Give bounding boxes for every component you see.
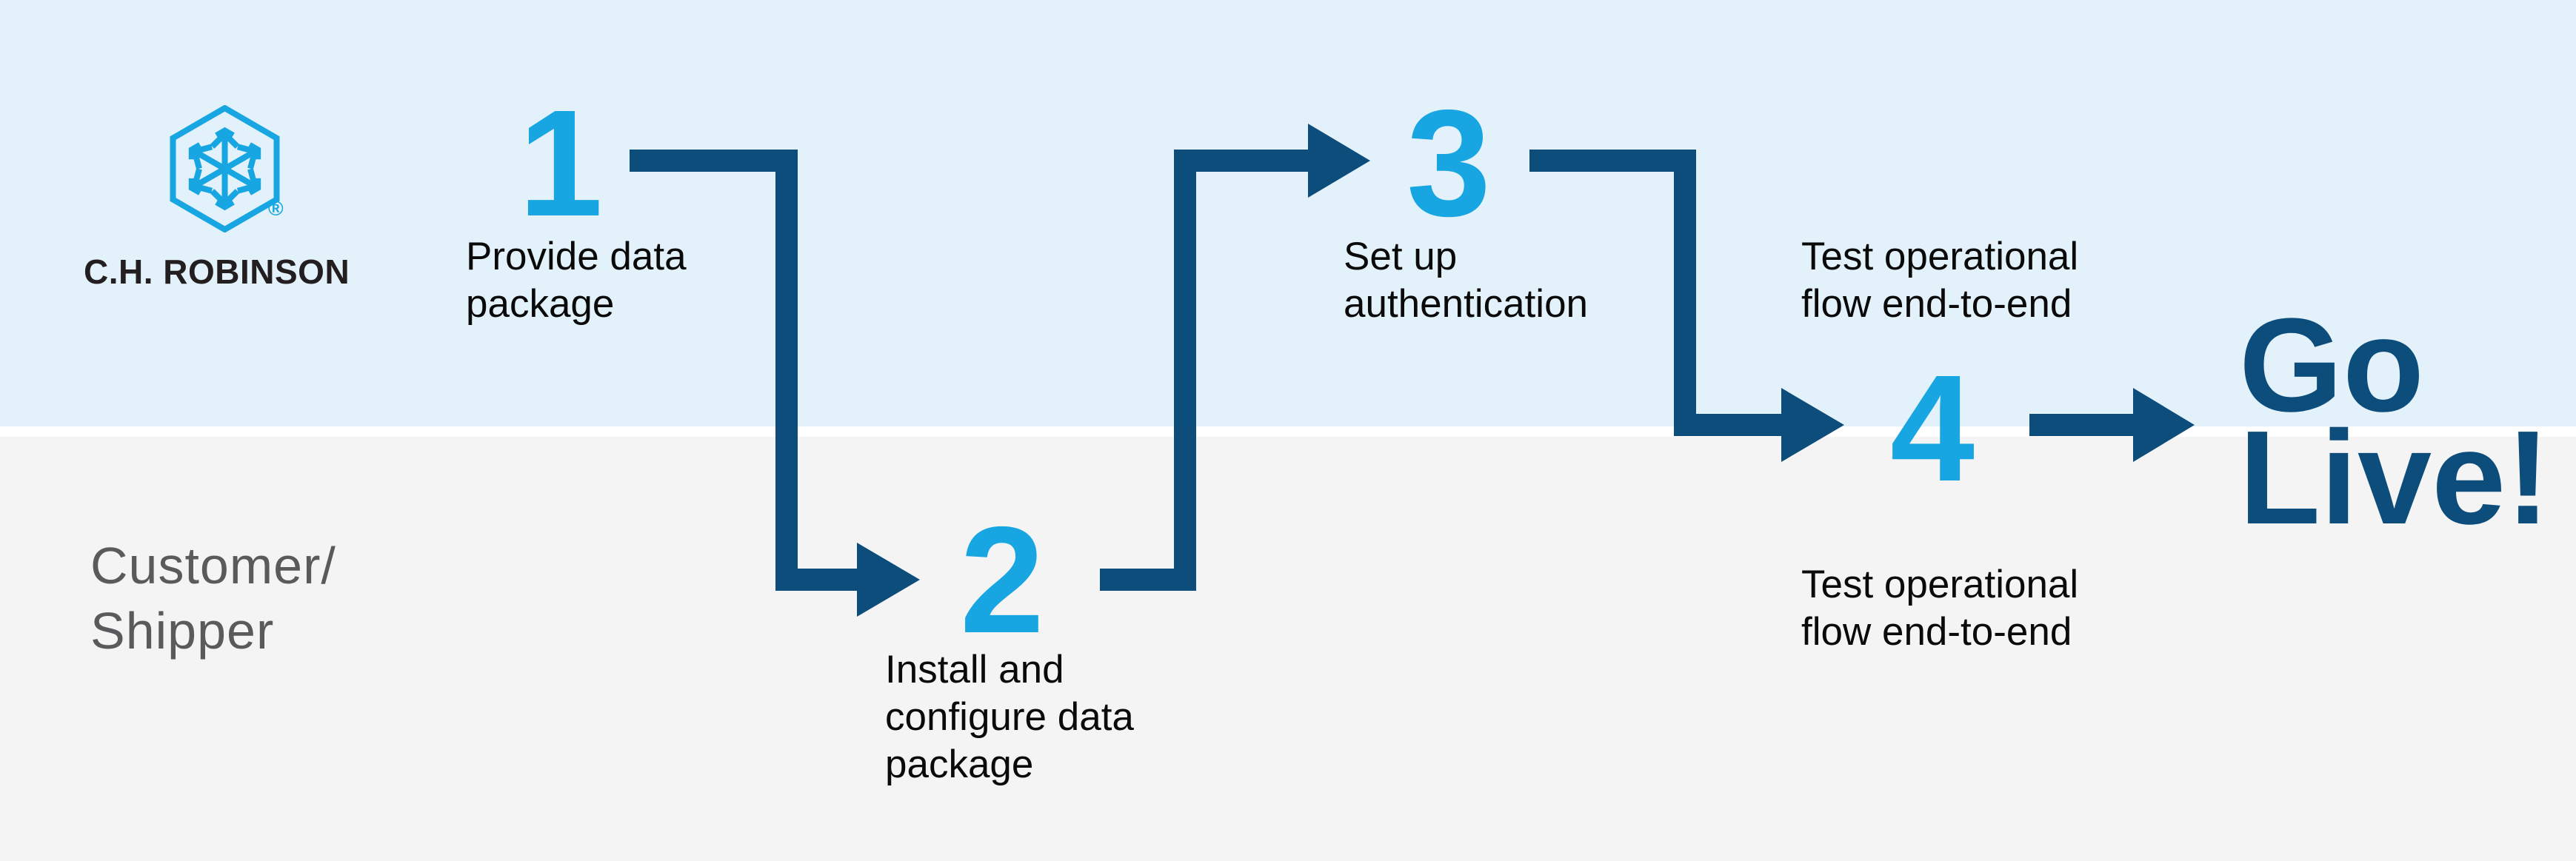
arrow-step1-to-step2: [630, 150, 920, 617]
lane-ch-robinson: [0, 0, 2576, 426]
step-3-label: Set up authentication: [1344, 233, 1588, 328]
arrowhead-right-icon: [857, 543, 920, 617]
arrow-step4-to-golive: [2029, 388, 2195, 462]
go-live-title: Go Live!: [2239, 291, 2551, 552]
step-2-label-line: package: [885, 743, 1034, 786]
step-4-number: 4: [1890, 344, 1975, 513]
step-1-label: Provide data package: [466, 233, 687, 328]
brand-wordmark: C.H. ROBINSON: [84, 252, 350, 291]
step-1-label-line: package: [466, 282, 615, 326]
step-2-label-line: Install and: [885, 648, 1064, 691]
step-2-label: Install and configure data package: [885, 646, 1134, 788]
step-4-label-line: flow end-to-end: [1801, 282, 2072, 326]
step-3-label-line: authentication: [1344, 282, 1589, 326]
step-2-number: 2: [960, 495, 1045, 665]
step-3-label-line: Set up: [1344, 235, 1458, 278]
step-4-label-bottom: Test operational flow end-to-end: [1801, 561, 2078, 656]
go-live-line: Live!: [2239, 403, 2551, 552]
arrow-step2-to-step3: [1100, 124, 1370, 591]
lane-label-customer-shipper: Customer/ Shipper: [90, 533, 336, 663]
arrowhead-right-icon: [2133, 388, 2195, 462]
lane-separator: [0, 426, 2576, 437]
step-2-label-line: configure data: [885, 695, 1134, 739]
arrowhead-right-icon: [1308, 124, 1370, 198]
ch-robinson-logo-icon: [170, 105, 280, 232]
registered-trademark: ®: [268, 197, 284, 220]
lane-label-line: Customer/: [90, 537, 336, 594]
step-4-label-line: Test operational: [1801, 235, 2079, 278]
step-4-label-line: flow end-to-end: [1801, 610, 2072, 654]
step-1-number: 1: [518, 78, 604, 248]
arrow-step3-to-step4: [1529, 150, 1844, 462]
step-4-label-line: Test operational: [1801, 563, 2079, 606]
step-1-label-line: Provide data: [466, 235, 687, 278]
arrowhead-right-icon: [1781, 388, 1844, 462]
go-live-line: Go: [2239, 291, 2424, 440]
step-4-label-top: Test operational flow end-to-end: [1801, 233, 2078, 328]
lane-customer-shipper: [0, 437, 2576, 861]
logo-double-arrow-diagonal: [190, 144, 259, 194]
step-3-number: 3: [1407, 78, 1492, 248]
lane-label-line: Shipper: [90, 602, 275, 660]
